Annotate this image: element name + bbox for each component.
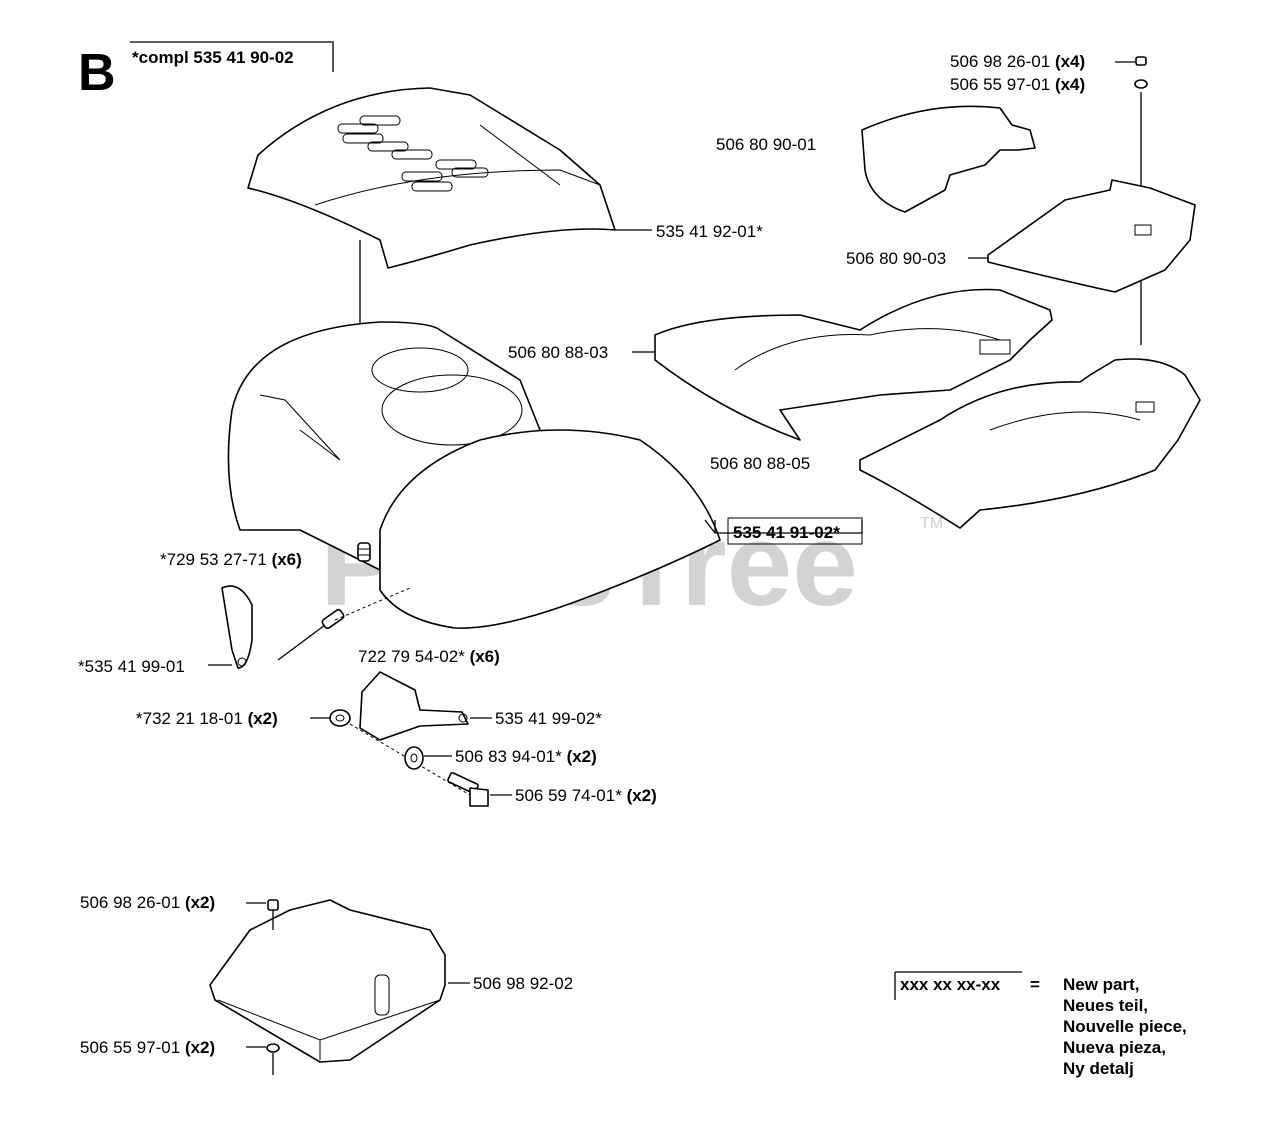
insulation-liner-03-part[interactable]: [654, 288, 1053, 441]
legend-line-3: Nouvelle piece,: [1063, 1017, 1187, 1036]
nut-icon: [329, 709, 351, 727]
screw-top-icon: [267, 899, 279, 911]
insulation-pad-03-part[interactable]: [987, 179, 1196, 293]
section-letter: B: [78, 44, 116, 102]
part-label-722-79-54-02: 722 79 54-02* (x6): [358, 647, 500, 666]
part-label-506-98-26-01-x4: 506 98 26-01 (x4): [950, 52, 1085, 71]
screw-small-icon: [1134, 56, 1148, 89]
legend-line-1: New part,: [1063, 975, 1140, 994]
legend-line-4: Nueva pieza,: [1063, 1038, 1166, 1057]
bracket-left-part[interactable]: [221, 585, 253, 669]
part-label-506-98-92-02: 506 98 92-02: [473, 974, 573, 993]
assembly-label: *compl 535 41 90-02: [132, 48, 294, 67]
part-label-506-80-90-01: 506 80 90-01: [716, 135, 816, 154]
part-label-506-80-90-03: 506 80 90-03: [846, 249, 946, 268]
part-label-506-80-88-03: 506 80 88-03: [508, 343, 608, 362]
part-label-506-55-97-01-x2: 506 55 97-01 (x2): [80, 1038, 215, 1057]
washer-bottom-icon: [266, 1043, 280, 1053]
part-label-535-41-91-02: 535 41 91-02*: [733, 523, 840, 542]
rivet-pin-part[interactable]: [277, 608, 345, 661]
legend-code: xxx xx xx-xx: [900, 975, 1001, 994]
washer-icon: [404, 746, 424, 770]
shroud-body-part[interactable]: [227, 321, 721, 629]
part-label-506-83-94-01: 506 83 94-01* (x2): [455, 747, 597, 766]
part-label-535-41-92-01: 535 41 92-01*: [656, 222, 763, 241]
part-label-732-21-18-01: *732 21 18-01 (x2): [136, 709, 278, 728]
legend-line-2: Neues teil,: [1063, 996, 1148, 1015]
filter-box-part[interactable]: [209, 899, 446, 1063]
new-part-legend: xxx xx xx-xx = New part, Neues teil, Nou…: [894, 971, 1187, 1078]
legend-line-5: Ny detalj: [1063, 1059, 1134, 1078]
part-label-506-55-97-01-x4: 506 55 97-01 (x4): [950, 75, 1085, 94]
insulation-pad-01-part[interactable]: [861, 105, 1036, 213]
insulation-liner-05-part[interactable]: [859, 358, 1201, 529]
top-cover-part[interactable]: [247, 87, 616, 269]
watermark-tm: TM: [920, 515, 943, 532]
bracket-right-part[interactable]: [359, 671, 469, 741]
part-label-506-80-88-05: 506 80 88-05: [710, 454, 810, 473]
bolt-icon: [447, 771, 489, 807]
screw-icon: [357, 542, 371, 562]
part-label-729-53-27-71: *729 53 27-71 (x6): [160, 550, 302, 569]
part-label-535-41-99-02: 535 41 99-02*: [495, 709, 602, 728]
legend-equals: =: [1030, 975, 1040, 994]
part-label-506-59-74-01: 506 59 74-01* (x2): [515, 786, 657, 805]
assembly-bracket: [130, 41, 334, 72]
part-label-506-98-26-01-x2: 506 98 26-01 (x2): [80, 893, 215, 912]
part-label-535-41-99-01: *535 41 99-01: [78, 657, 185, 676]
